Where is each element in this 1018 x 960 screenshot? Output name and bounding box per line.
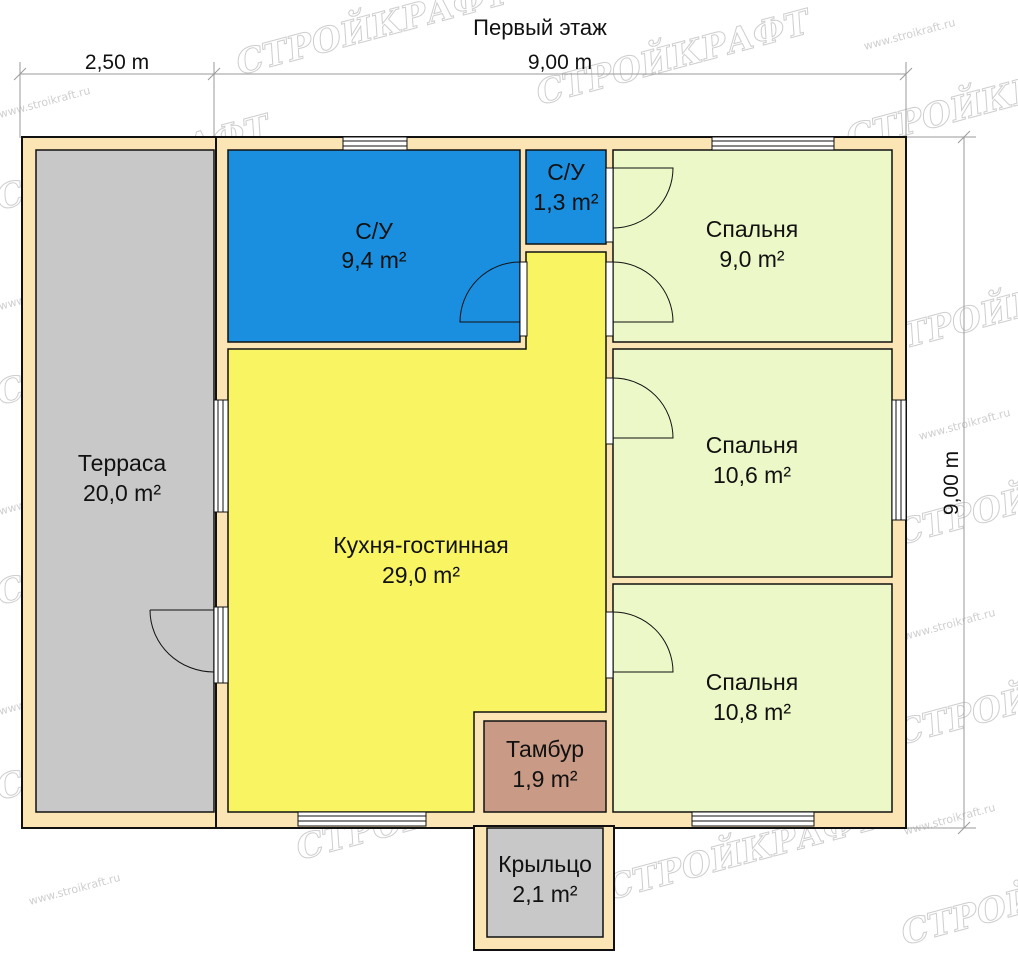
door-swing: [612, 611, 674, 673]
room-area: 1,9 m²: [512, 766, 578, 792]
dimension-house-width: 9,00 m: [528, 51, 592, 74]
door-swing: [612, 167, 674, 229]
door-swing: [149, 609, 215, 673]
watermark-logo: СТРОЙКРАФТ: [891, 639, 1018, 754]
room-area: 9,0 m²: [719, 246, 785, 272]
watermark-url: www.stroikraft.ru: [902, 606, 996, 643]
room-bedroom-1: [612, 149, 893, 343]
watermark-url: www.stroikraft.ru: [0, 84, 92, 121]
room-area: 29,0 m²: [382, 562, 460, 588]
room-name: Спальня: [706, 669, 798, 695]
room-bathroom-large: [227, 149, 521, 343]
door-swing: [612, 377, 674, 439]
watermark-logo: СТРОЙКРАФТ: [896, 839, 1018, 954]
window: [711, 136, 835, 151]
dimension-terrace-width: 2,50 m: [85, 51, 149, 74]
room-name: Кухня-гостинная: [333, 532, 508, 558]
room-area: 10,8 m²: [713, 699, 791, 725]
watermark-url: www.stroikraft.ru: [902, 801, 996, 838]
room-area: 20,0 m²: [83, 480, 161, 506]
room-name: Терраса: [78, 450, 166, 476]
room-name: С/У: [355, 218, 393, 244]
door-swing: [612, 261, 674, 323]
dimension-lines: [13, 62, 976, 835]
room-name: С/У: [547, 159, 585, 185]
room-bedroom-3: [612, 583, 893, 813]
doors: [149, 167, 674, 679]
window: [891, 399, 907, 521]
room-area: 9,4 m²: [341, 247, 407, 273]
room-area: 2,1 m²: [512, 881, 578, 907]
room-name: Спальня: [706, 432, 798, 458]
room-area: 1,3 m²: [533, 189, 599, 215]
windows: [213, 136, 907, 827]
door-swing: [459, 261, 521, 323]
room-vestibule: [483, 720, 607, 813]
room-terrace: [35, 149, 215, 813]
room-porch: [486, 827, 604, 938]
room-name: Тамбур: [506, 736, 584, 762]
window: [342, 136, 408, 151]
plan-title: Первый этаж: [473, 15, 607, 40]
dimension-house-depth: 9,00 m: [940, 451, 963, 515]
window: [213, 399, 229, 513]
window: [297, 811, 427, 827]
watermark-url: www.stroikraft.ru: [27, 871, 121, 908]
room-bedroom-2: [612, 348, 893, 578]
window: [691, 811, 815, 827]
room-area: 10,6 m²: [713, 462, 791, 488]
watermark-url: www.stroikraft.ru: [917, 406, 1011, 443]
watermark-logo: СТРОЙКРАФТ: [231, 0, 517, 84]
watermark-url: www.stroikraft.ru: [862, 16, 956, 53]
room-name: Спальня: [706, 216, 798, 242]
window: [213, 606, 229, 684]
room-name: Крыльцо: [498, 851, 592, 877]
